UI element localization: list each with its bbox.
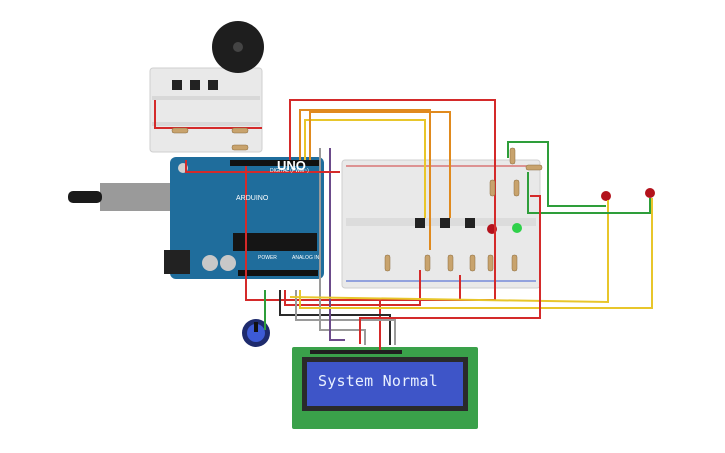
push-button-4[interactable] bbox=[415, 218, 425, 228]
wires bbox=[154, 99, 653, 350]
push-button-1[interactable] bbox=[172, 80, 182, 90]
push-button-2[interactable] bbox=[190, 80, 200, 90]
push-button-5[interactable] bbox=[440, 218, 450, 228]
lcd-display-text: System Normal bbox=[318, 372, 438, 390]
led-red-2[interactable] bbox=[645, 188, 655, 198]
small-breadboard[interactable] bbox=[149, 67, 263, 153]
arduino-model-label: UNO bbox=[277, 158, 306, 173]
arduino-uno-board[interactable] bbox=[68, 157, 324, 279]
buzzer-icon[interactable] bbox=[212, 21, 264, 73]
potentiometer-icon[interactable] bbox=[242, 319, 270, 347]
lcd-module[interactable] bbox=[292, 347, 478, 429]
push-button-6[interactable] bbox=[465, 218, 475, 228]
arduino-power-label: POWER bbox=[258, 255, 277, 261]
arduino-analog-label: ANALOG IN bbox=[292, 255, 320, 261]
resistors bbox=[171, 127, 543, 272]
led-green-board bbox=[512, 223, 522, 233]
led-red-1[interactable] bbox=[601, 191, 611, 201]
push-button-3[interactable] bbox=[208, 80, 218, 90]
arduino-digital-label: DIGITAL (PWM~) bbox=[270, 168, 309, 174]
arduino-brand-label: ARDUINO bbox=[236, 195, 269, 202]
